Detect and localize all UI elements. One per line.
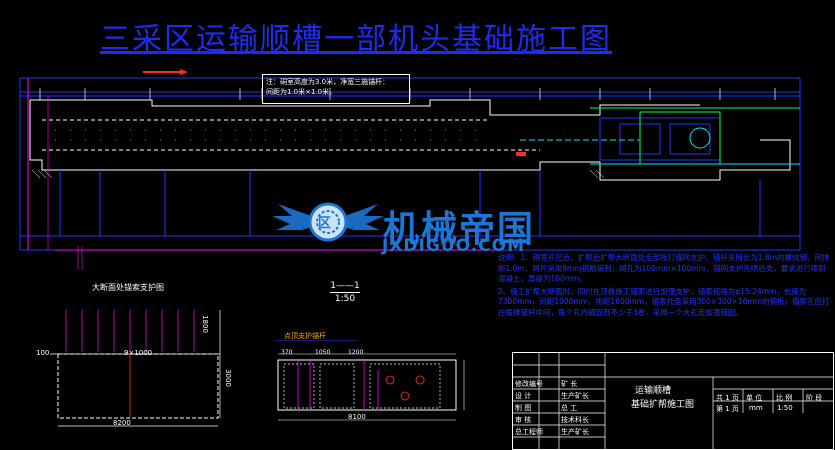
tb-row-left-3: 制 图 [515, 404, 532, 412]
roadway-outline [29, 99, 791, 181]
accents [27, 69, 526, 250]
tb-sheet-total: 共 1 页 [716, 394, 739, 402]
marker-ticks [77, 246, 83, 270]
dim-left-edge: 100 [36, 349, 50, 357]
title-block-grid [513, 353, 833, 449]
note-box: 注：硐室高度为3.0米，净宽三施锚杆： 间距为1.0米×1.0米。 [262, 74, 410, 104]
section-label: 1——1 [330, 281, 360, 291]
dim-mid-b: 1050 [315, 349, 331, 356]
tb-unit-value: mm [749, 404, 763, 412]
tb-row-left-2: 设 计 [515, 392, 532, 400]
tb-scale-label: 比 例 [776, 394, 793, 402]
watermark-emblem-char: 区 [318, 216, 332, 231]
construction-notes: 说明：1、硐室开挖后，扩帮后扩帮大断面处全部按打锚网支护，锚杆采用长为1.8m的… [498, 253, 830, 320]
hatching [31, 169, 605, 179]
tb-project: 运输顺槽 [635, 386, 672, 396]
watermark-brand: 机械帝国 [383, 209, 536, 250]
note-line-2: 间距为1.0米×1.0米。 [266, 88, 337, 96]
tb-sheet-no: 第 1 页 [716, 405, 739, 413]
drawing-title: 三采区运输顺槽一部机头基础施工图 [100, 22, 612, 57]
tb-row-mid-4: 技术科长 [561, 416, 589, 424]
tb-row-mid-5: 生产矿长 [561, 428, 589, 436]
left-section-drawing [50, 310, 221, 427]
dim-left-width: 9×1000 [124, 349, 153, 357]
dimension-ticks [39, 88, 776, 100]
center-marks [55, 129, 480, 141]
tb-row-left-1: 修改编号 [515, 380, 543, 388]
tb-row-mid-3: 总 工 [561, 404, 578, 412]
note-item-1: 说明：1、硐室开挖后，扩帮后扩帮大断面处全部按打锚网支护，锚杆采用长为1.8m的… [498, 253, 830, 283]
tb-scale-value: 1:50 [777, 404, 793, 412]
watermark-emblem-icon [272, 202, 384, 242]
tb-row-mid-2: 生产矿长 [561, 392, 589, 400]
conveyor-head [520, 107, 800, 165]
dim-mid-total: 8100 [348, 413, 366, 421]
title-block: 修改编号 设 计 制 图 审 核 总工程师 矿 长 生产矿长 总 工 技术科长 … [512, 352, 834, 450]
tb-stage-label: 阶 段 [806, 394, 823, 402]
tb-row-mid-1: 矿 长 [561, 380, 578, 388]
section-mark: 1——1 1:50 [330, 281, 360, 304]
dim-mid-a: 370 [281, 349, 293, 356]
watermark-domain: JXDIGUO.COM [382, 236, 526, 256]
left-section-title: 大断面处锚索支护图 [92, 283, 164, 292]
tb-row-left-4: 审 核 [515, 416, 532, 424]
note-line-1: 注：硐室高度为3.0米，净宽三施锚杆： [266, 78, 390, 86]
dim-left-height-top: 1800 [200, 315, 209, 333]
tb-row-left-5: 总工程师 [515, 428, 543, 436]
dim-mid-c: 1200 [348, 349, 364, 356]
mid-section-label: 点顶支护锚杆 [284, 332, 326, 340]
tb-unit-label: 单 位 [746, 394, 763, 402]
mid-section-drawing [275, 340, 465, 421]
section-scale: 1:50 [334, 294, 356, 304]
note-item-2: 2、施工扩帮大断面时，同时在顶板施工锚索进行加强支护，锚索规格为φ15.24mm… [498, 286, 830, 317]
dim-left-height: 3000 [223, 369, 232, 387]
tb-drawing-name: 基础扩帮施工图 [631, 400, 695, 410]
dim-left-total: 8200 [113, 419, 131, 427]
